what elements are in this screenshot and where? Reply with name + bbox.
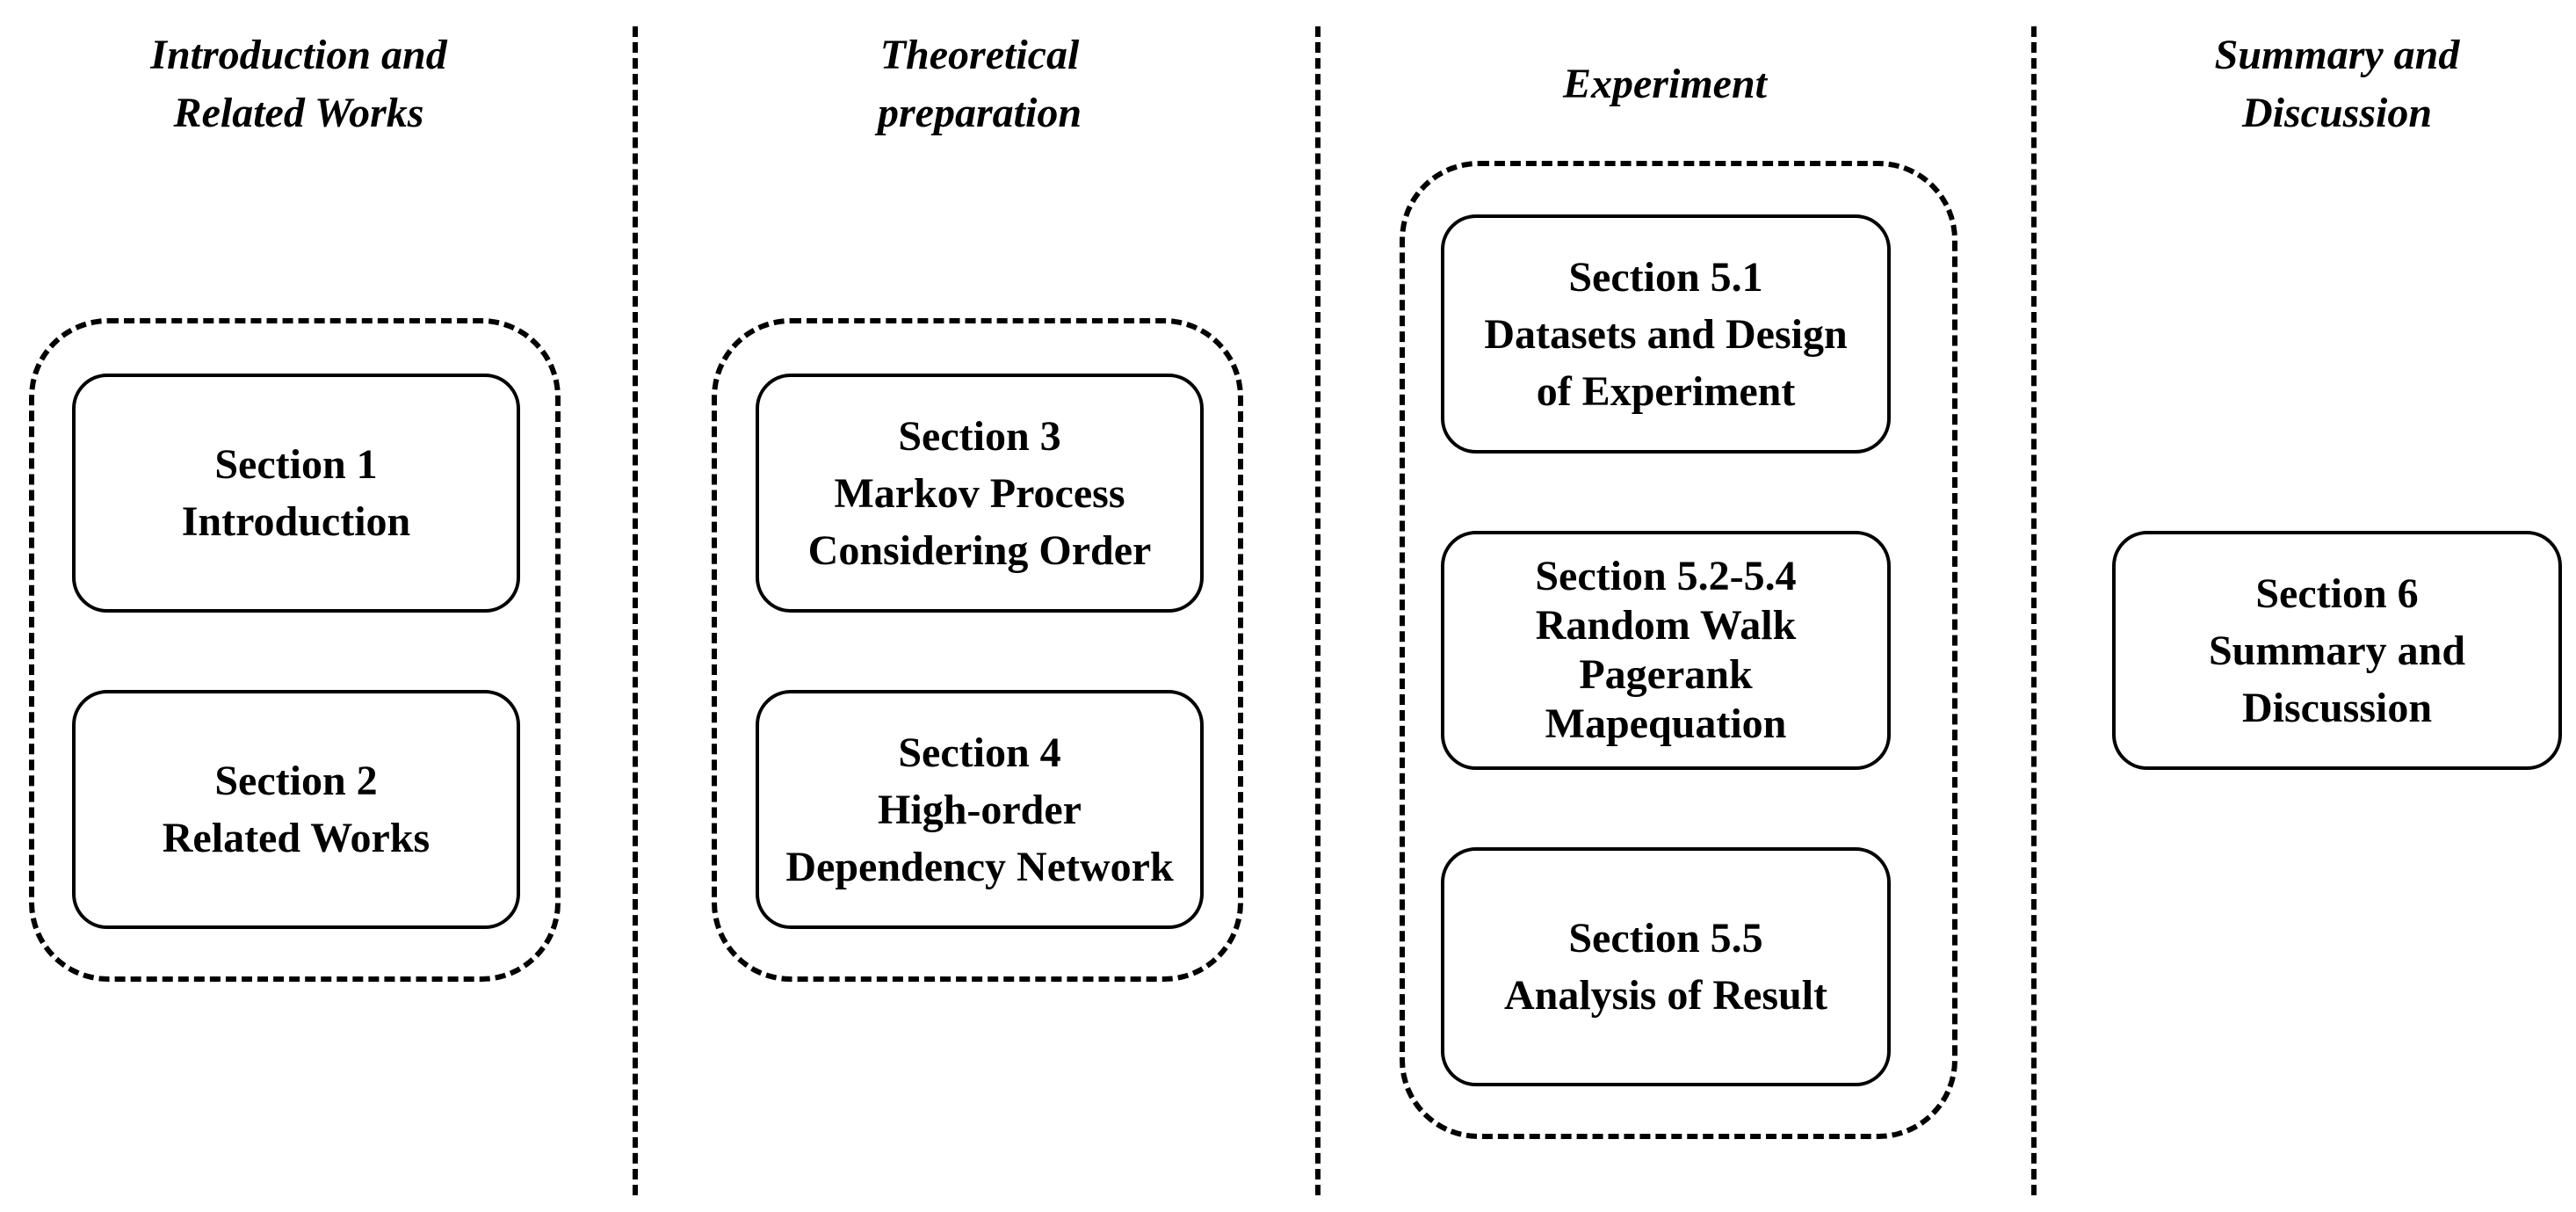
- column-divider: [2031, 26, 2037, 1195]
- section-1-box: Section 1 Introduction: [72, 374, 520, 613]
- section-label: Section 4: [898, 729, 1061, 776]
- section-title: Related Works: [162, 815, 431, 861]
- section-6-box: Section 6 Summary and Discussion: [2112, 531, 2562, 770]
- section-title: Mapequation: [1545, 700, 1787, 747]
- section-5-1-box: Section 5.1 Datasets and Design of Exper…: [1441, 214, 1891, 454]
- section-label: Section 5.2-5.4: [1535, 553, 1797, 599]
- section-5-5-box: Section 5.5 Analysis of Result: [1441, 847, 1891, 1086]
- section-title: of Experiment: [1536, 367, 1796, 415]
- column-title-line: Summary and: [2214, 32, 2460, 78]
- section-title: Datasets and Design: [1484, 310, 1848, 358]
- section-title: Markov Process: [834, 469, 1125, 517]
- column-divider: [633, 26, 638, 1195]
- section-title: Introduction: [181, 498, 411, 545]
- section-title: Pagerank: [1579, 651, 1753, 698]
- section-label: Section 6: [2255, 570, 2419, 617]
- section-title: Analysis of Result: [1503, 972, 1828, 1019]
- section-4-box: Section 4 High-order Dependency Network: [756, 690, 1204, 929]
- section-5-2-5-4-box: Section 5.2-5.4 Random Walk Pagerank Map…: [1441, 531, 1891, 770]
- section-title: Random Walk: [1535, 602, 1797, 649]
- column-title-line: Introduction and: [150, 32, 447, 78]
- section-title: Dependency Network: [785, 843, 1174, 890]
- group-experiment: [1400, 161, 1957, 1139]
- column-title-experiment: Experiment: [1366, 55, 1964, 113]
- section-title: Considering Order: [807, 526, 1152, 574]
- section-3-box: Section 3 Markov Process Considering Ord…: [756, 374, 1204, 613]
- section-label: Section 2: [214, 758, 378, 804]
- section-label: Section 1: [214, 441, 378, 488]
- column-divider: [1315, 26, 1321, 1195]
- section-title: Summary and: [2208, 627, 2466, 674]
- section-label: Section 3: [898, 412, 1061, 460]
- section-title: High-order: [878, 786, 1082, 833]
- column-title-line: Related Works: [173, 90, 424, 136]
- section-title: Discussion: [2241, 684, 2433, 731]
- group-theoretical: [712, 318, 1243, 982]
- column-title-theoretical: Theoretical preparation: [681, 26, 1278, 142]
- column-title-summary: Summary and Discussion: [2038, 26, 2576, 142]
- section-2-box: Section 2 Related Works: [72, 690, 520, 929]
- column-title-introduction: Introduction and Related Works: [0, 26, 597, 142]
- column-title-line: Theoretical: [879, 32, 1080, 78]
- section-label: Section 5.1: [1568, 253, 1763, 301]
- column-title-line: Experiment: [1562, 61, 1767, 107]
- section-label: Section 5.5: [1568, 915, 1763, 962]
- group-introduction: [29, 318, 561, 982]
- column-title-line: Discussion: [2241, 90, 2433, 136]
- column-title-line: preparation: [877, 90, 1082, 136]
